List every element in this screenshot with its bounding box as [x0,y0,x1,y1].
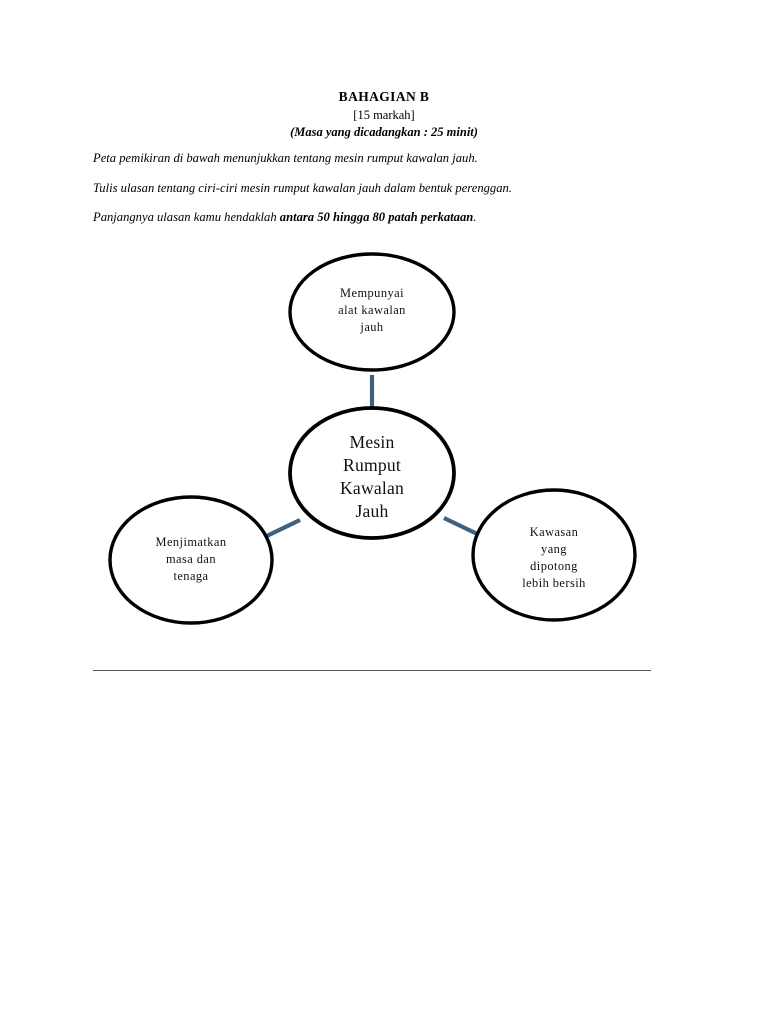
header-block: BAHAGIAN B [15 markah] (Masa yang dicada… [0,88,768,140]
instructions-block: Peta pemikiran di bawah menunjukkan tent… [93,152,673,241]
instruction-line-3-emphasis: antara 50 hingga 80 patah perkataan [279,210,474,225]
bubble-bottom-left-circle[interactable] [108,495,274,625]
bubble-bottom-right-line-1: Kawasan [530,525,579,539]
bubble-center-line-1: Mesin [350,432,395,452]
bubble-center-line-3: Kawalan [340,478,404,498]
page-title: BAHAGIAN B [338,89,430,104]
bubble-top-line-3: jauh [359,320,383,334]
instruction-line-3-prefix: Panjangnya ulasan kamu hendaklah [93,210,280,225]
bubble-center-line-2: Rumput [343,455,401,475]
horizontal-divider [93,670,651,671]
instruction-line-1: Peta pemikiran di bawah menunjukkan tent… [93,151,478,165]
marks-label: [15 markah] [353,107,415,122]
instruction-line-2: Tulis ulasan tentang ciri-ciri mesin rum… [93,180,512,195]
bubble-node-center[interactable]: Mesin Rumput Kawalan Jauh [288,406,456,540]
bubble-node-bottom-left[interactable]: Menjimatkan masa dan tenaga [108,495,274,625]
bubble-node-bottom-right[interactable]: Kawasan yang dipotong lebih bersih [471,488,637,622]
bubble-center-circle[interactable] [288,406,456,540]
bubble-top-line-2: alat kawalan [338,303,406,317]
bubble-node-top[interactable]: Mempunyai alat kawalan jauh [288,252,456,372]
bubble-top-line-1: Mempunyai [340,286,404,300]
bubble-bottom-left-line-3: tenaga [173,569,208,583]
bubble-bottom-left-line-2: masa dan [166,552,216,566]
instruction-line-3: Panjangnya ulasan kamu hendaklah antara … [93,211,673,224]
bubble-top-circle[interactable] [288,252,456,372]
bubble-bottom-right-line-4: lebih bersih [522,576,586,590]
bubble-center-line-4: Jauh [355,501,388,521]
bubble-bottom-left-line-1: Menjimatkan [155,535,226,549]
suggested-time-label: (Masa yang dicadangkan : 25 minit) [290,124,478,139]
bubble-bottom-right-circle[interactable] [471,488,637,622]
instruction-line-3-tail: . [473,210,477,225]
bubble-map-diagram: Mempunyai alat kawalan jauh Mesin Rumput… [0,240,768,640]
bubble-bottom-right-line-3: dipotong [530,559,578,573]
bubble-bottom-right-line-2: yang [541,542,567,556]
